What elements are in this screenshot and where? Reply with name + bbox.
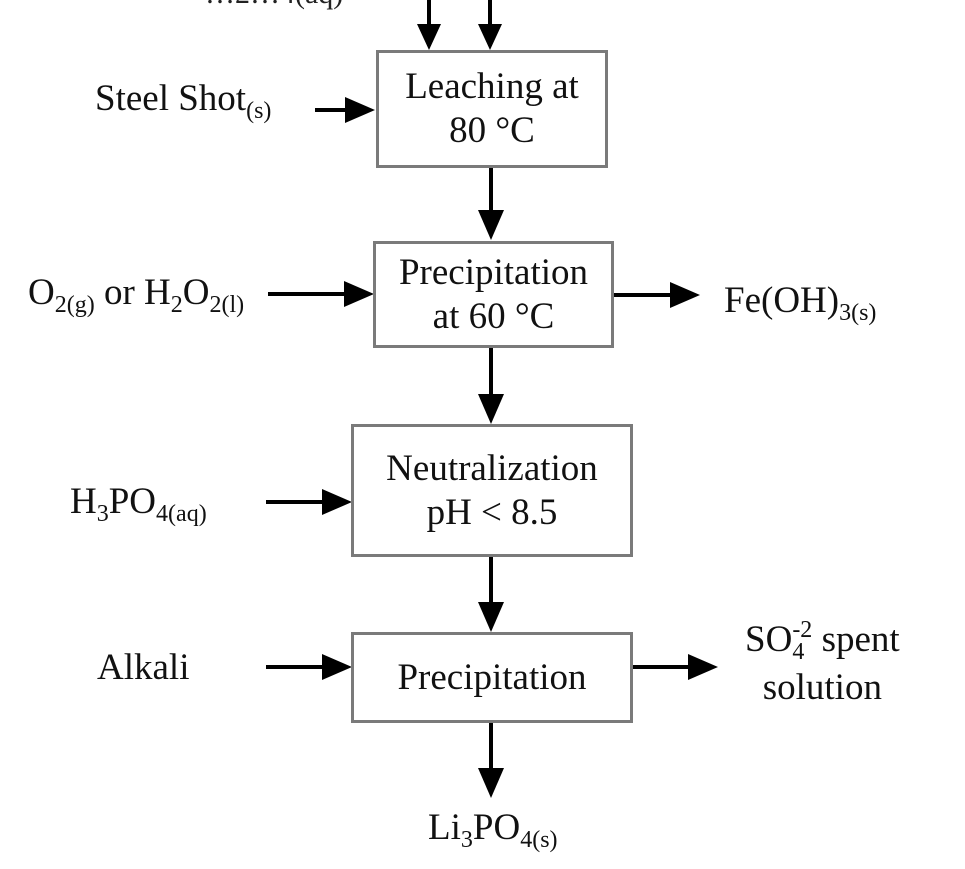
steel-shot-label: Steel Shot(s) [95,78,272,124]
phosphoric-acid-label: H3PO4(aq) [70,481,207,527]
precipitation-final-box: Precipitation [351,632,633,723]
precipitation-final-label: Precipitation [397,656,587,698]
top-partial-label: …2…4(aq) [205,0,343,16]
leaching-box: Leaching at 80 °C [376,50,608,168]
neutralization-line2: pH < 8.5 [426,491,558,533]
neutralization-line1: Neutralization [386,447,598,489]
leaching-line1: Leaching at [405,66,579,107]
spent-solution-label: SO4-2 spent solution [745,617,900,708]
precipitation-60-line2: at 60 °C [432,295,555,337]
oxidant-label: O2(g) or H2O2(l) [28,272,245,318]
top-feed-arrowhead-left [417,24,441,50]
precipitation-60-line1: Precipitation [398,251,589,293]
leaching-line2: 80 °C [449,110,535,151]
top-feed-arrowhead-right [478,24,502,50]
lithium-phosphate-label: Li3PO4(s) [428,807,558,853]
alkali-label: Alkali [97,647,190,688]
neutralization-box: Neutralization pH < 8.5 [351,424,633,557]
iron-hydroxide-label: Fe(OH)3(s) [724,280,877,326]
precipitation-60-box: Precipitation at 60 °C [373,241,614,348]
